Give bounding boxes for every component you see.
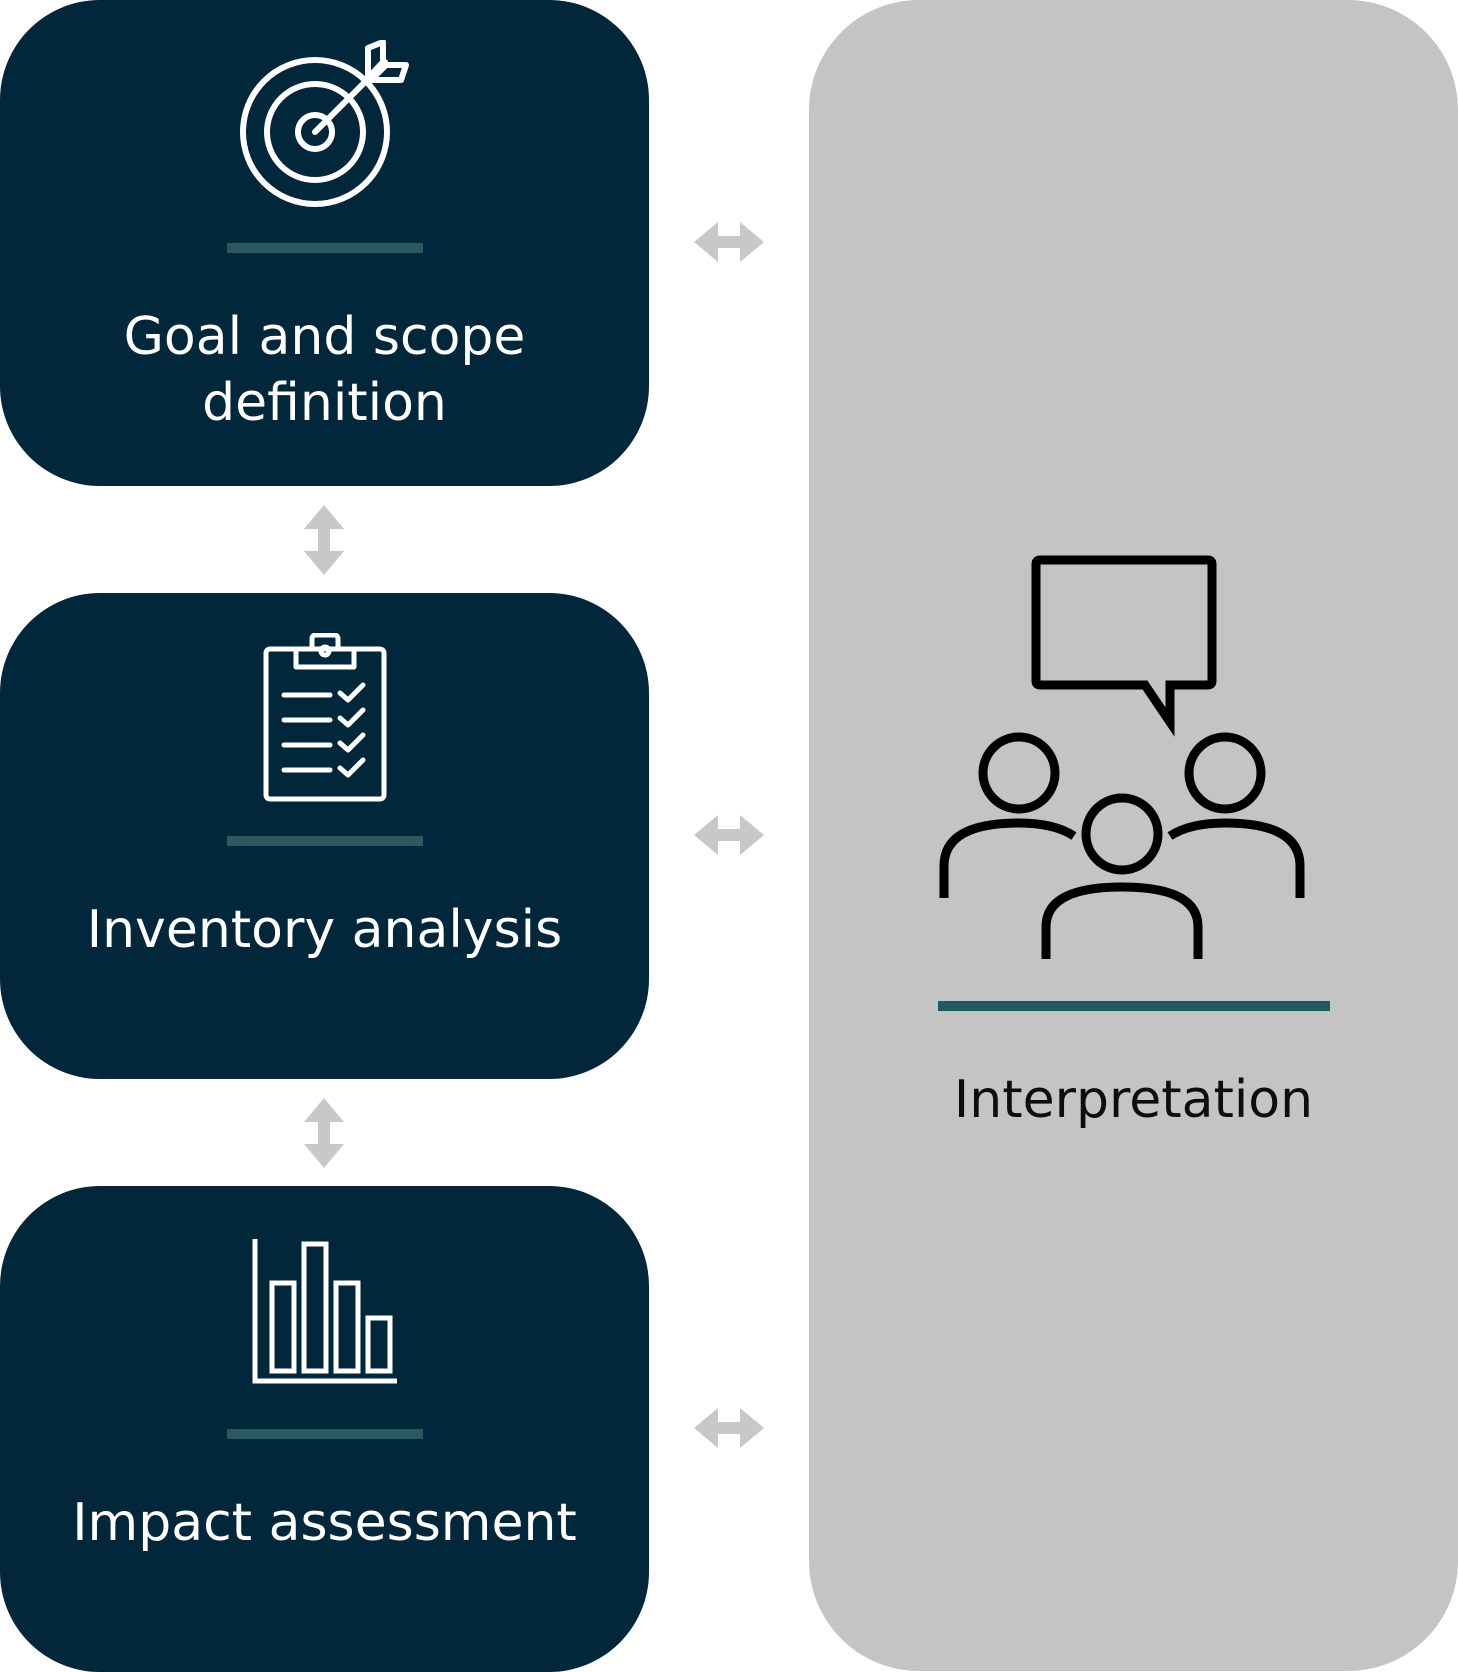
horizontal-double-arrow-icon: [694, 1408, 764, 1448]
interpretation-panel: Interpretation: [809, 0, 1458, 1671]
stage-label-inventory: Inventory analysis: [86, 900, 563, 960]
stage-divider: [227, 243, 423, 253]
interpretation-label: Interpretation: [953, 1070, 1314, 1130]
stage-divider: [227, 1429, 423, 1439]
vertical-double-arrow-icon: [304, 1098, 344, 1168]
clipboard-checklist-icon: [0, 633, 649, 803]
stage-label-impact: Impact assessment: [72, 1493, 577, 1553]
stage-box-goal-scope: Goal and scope definition: [0, 0, 649, 486]
stage-box-inventory: Inventory analysis: [0, 593, 649, 1079]
horizontal-double-arrow-icon: [694, 222, 764, 262]
stage-divider: [227, 836, 423, 846]
horizontal-double-arrow-icon: [694, 815, 764, 855]
vertical-double-arrow-icon: [304, 505, 344, 575]
stage-box-impact: Impact assessment: [0, 1186, 649, 1672]
stage-label-goal-scope: Goal and scope definition: [123, 307, 526, 433]
group-discussion-icon: [939, 555, 1305, 959]
bar-chart-icon: [0, 1226, 649, 1396]
interpretation-divider: [938, 1001, 1330, 1011]
target-icon: [0, 40, 649, 210]
